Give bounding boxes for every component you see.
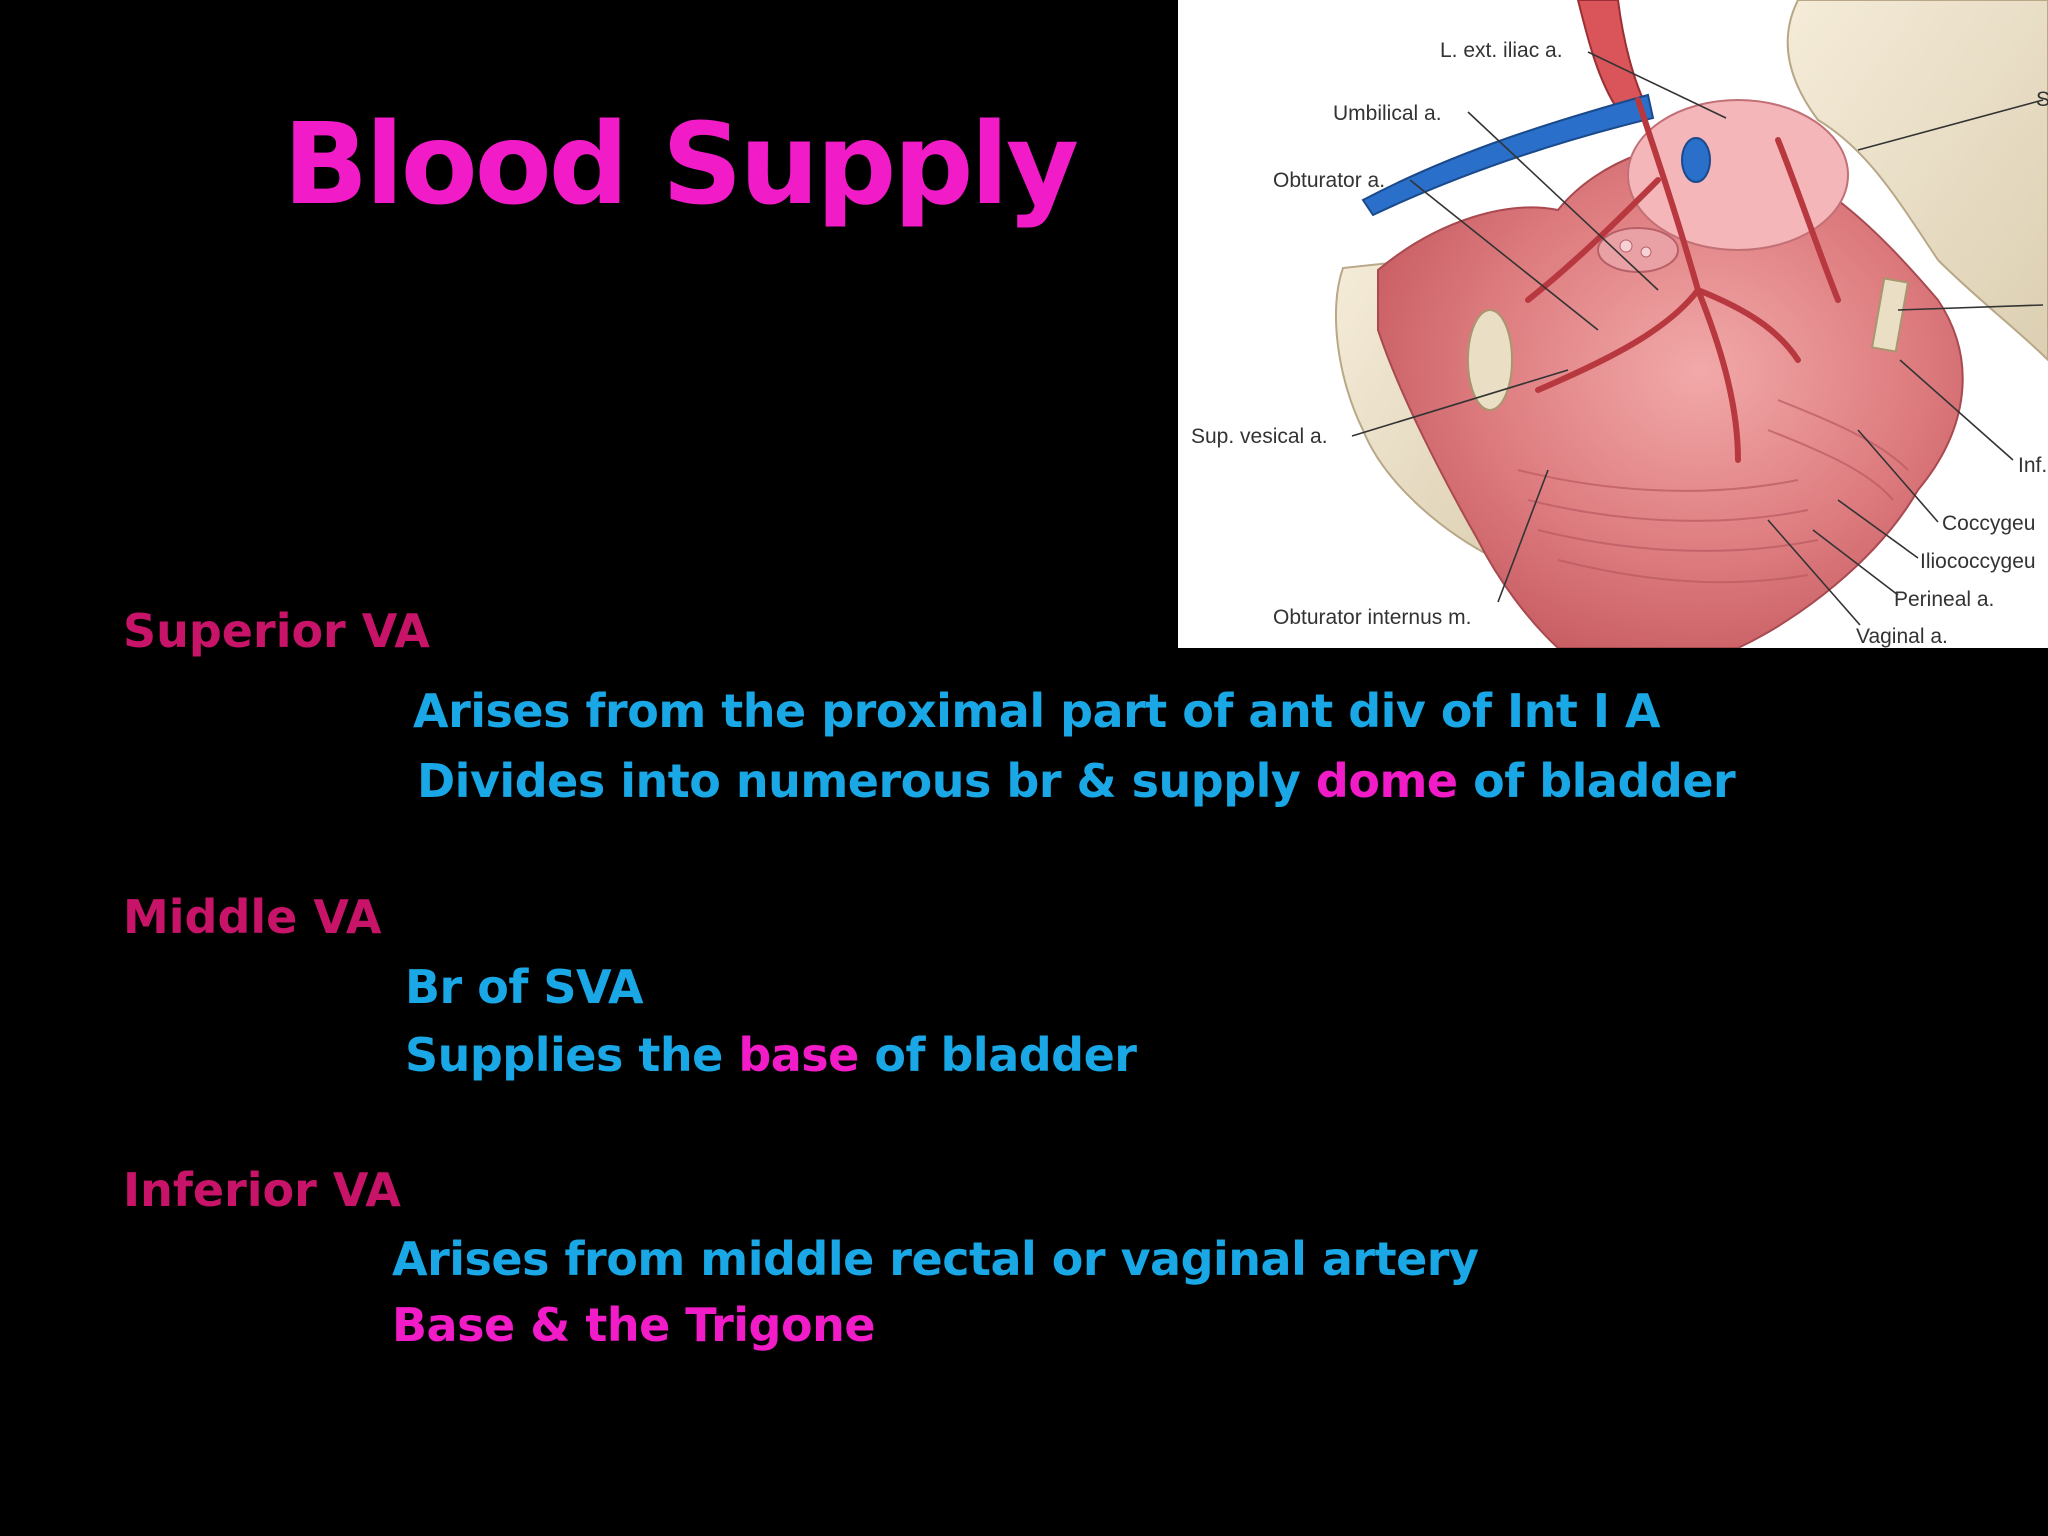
bone-section-right (1870, 277, 1910, 353)
anatomy-illustration: L. ext. iliac a. Umbilical a. Obturator … (1178, 0, 2048, 648)
label-inf: Inf. (2018, 454, 2047, 477)
highlight-text: base (738, 1028, 859, 1082)
external-iliac-artery (1576, 0, 1650, 111)
label-obturator: Obturator a. (1273, 169, 1385, 192)
leader-lines (1351, 51, 2044, 626)
ovary (1597, 227, 1679, 273)
label-sup-vesical: Sup. vesical a. (1191, 425, 1328, 448)
bladder (1627, 99, 1849, 251)
pelvic-tissue (1377, 142, 1964, 648)
line-text: Arises from the proximal part of ant div… (413, 684, 1661, 738)
section-line: Divides into numerous br & supply dome o… (417, 754, 1736, 808)
external-iliac-vein (1361, 93, 1655, 217)
pelvis-drawing: L. ext. iliac a. Umbilical a. Obturator … (1191, 0, 2048, 648)
line-text: Divides into numerous br & supply (417, 754, 1316, 808)
line-text: Br of SVA (405, 960, 644, 1014)
highlight-text: Base & the Trigone (392, 1298, 876, 1352)
label-obturator-internus: Obturator internus m. (1273, 606, 1471, 629)
section-heading-middle: Middle VA (123, 890, 382, 944)
section-heading-superior: Superior VA (123, 604, 430, 658)
line-text: Supplies the (405, 1028, 739, 1082)
line-text: Arises from middle rectal or vaginal art… (392, 1232, 1479, 1286)
label-ext-iliac: L. ext. iliac a. (1440, 39, 1563, 62)
section-line: Base & the Trigone (392, 1298, 876, 1352)
vein-cross-section (1681, 137, 1711, 183)
section-heading-inferior: Inferior VA (123, 1163, 401, 1217)
label-umbilical: Umbilical a. (1333, 102, 1442, 125)
slide-title: Blood Supply (283, 100, 1079, 230)
label-vaginal: Vaginal a. (1856, 625, 1948, 648)
artery-branches (1525, 97, 1841, 463)
muscle-fibers (1517, 399, 1909, 584)
label-iliococcygeus: Iliococcygeu (1920, 550, 2036, 573)
section-line: Supplies the base of bladder (405, 1028, 1137, 1082)
line-text: of bladder (1457, 754, 1736, 808)
pelvic-bone-right (1786, 0, 2048, 362)
label-s: S (2036, 88, 2048, 111)
highlight-text: dome (1315, 754, 1458, 808)
label-perineal: Perineal a. (1894, 588, 1994, 611)
line-text: of bladder (858, 1028, 1137, 1082)
section-line: Arises from middle rectal or vaginal art… (392, 1232, 1479, 1286)
bone-section (1467, 309, 1513, 411)
label-coccygeus: Coccygeu (1942, 512, 2035, 535)
section-line: Br of SVA (405, 960, 644, 1014)
section-line: Arises from the proximal part of ant div… (413, 684, 1661, 738)
